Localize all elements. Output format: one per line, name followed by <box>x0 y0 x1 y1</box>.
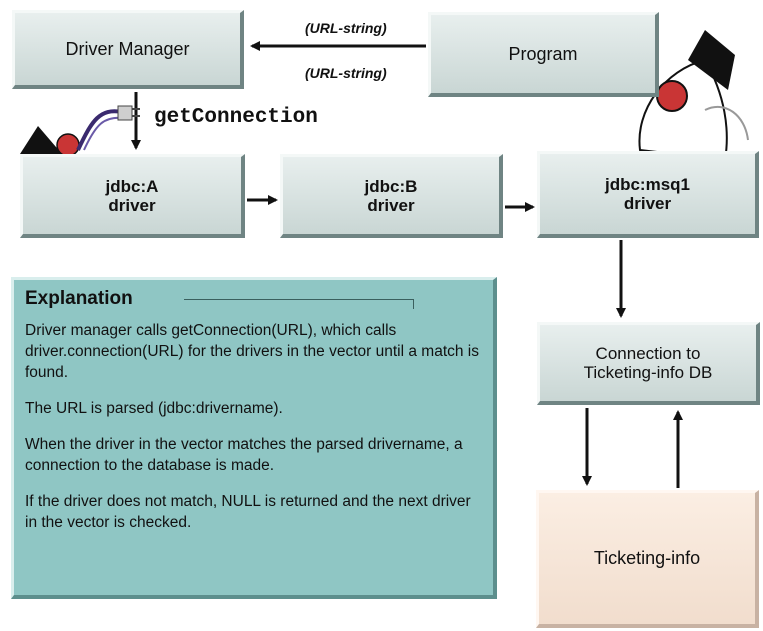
jdbc-msql-driver-box: jdbc:msq1 driver <box>537 151 759 238</box>
explanation-panel: Explanation Driver manager calls getConn… <box>11 277 497 599</box>
driver-manager-box: Driver Manager <box>12 10 244 89</box>
url-string-label-top: (URL-string) <box>305 20 387 36</box>
jdbc-a-driver-word: driver <box>108 195 156 215</box>
ticketing-info-label: Ticketing-info <box>593 548 701 568</box>
explanation-paragraph-3: When the driver in the vector matches th… <box>25 436 463 474</box>
explanation-title: Explanation <box>25 288 133 309</box>
get-connection-label: getConnection <box>154 106 318 129</box>
driver-manager-label: Driver Manager <box>65 38 190 59</box>
url-string-label-bottom: (URL-string) <box>305 65 387 81</box>
jdbc-b-name: jdbc:B <box>364 176 418 196</box>
explanation-paragraph-1: Driver manager calls getConnection(URL),… <box>25 322 479 381</box>
jdbc-b-driver-box: jdbc:B driver <box>280 154 503 238</box>
duke-mascot-with-plug-icon <box>20 105 140 157</box>
explanation-title-rule <box>184 299 414 300</box>
jdbc-a-driver-box: jdbc:A driver <box>20 154 245 238</box>
explanation-title-rule-tick <box>413 299 414 309</box>
explanation-paragraph-4: If the driver does not match, NULL is re… <box>25 493 471 531</box>
jdbc-msql-driver-word: driver <box>623 194 672 213</box>
jdbc-msql-name: jdbc:msq1 <box>604 175 691 194</box>
jdbc-b-driver-word: driver <box>367 195 415 215</box>
connection-line-2: Ticketing-info DB <box>583 363 713 382</box>
program-label: Program <box>508 43 578 64</box>
program-box: Program <box>428 12 659 97</box>
explanation-paragraph-2: The URL is parsed (jdbc:drivername). <box>25 400 283 417</box>
connection-box: Connection to Ticketing-info DB <box>537 322 760 405</box>
connection-line-1: Connection to <box>595 344 701 363</box>
ticketing-info-box: Ticketing-info <box>536 490 759 628</box>
jdbc-a-name: jdbc:A <box>105 176 159 196</box>
